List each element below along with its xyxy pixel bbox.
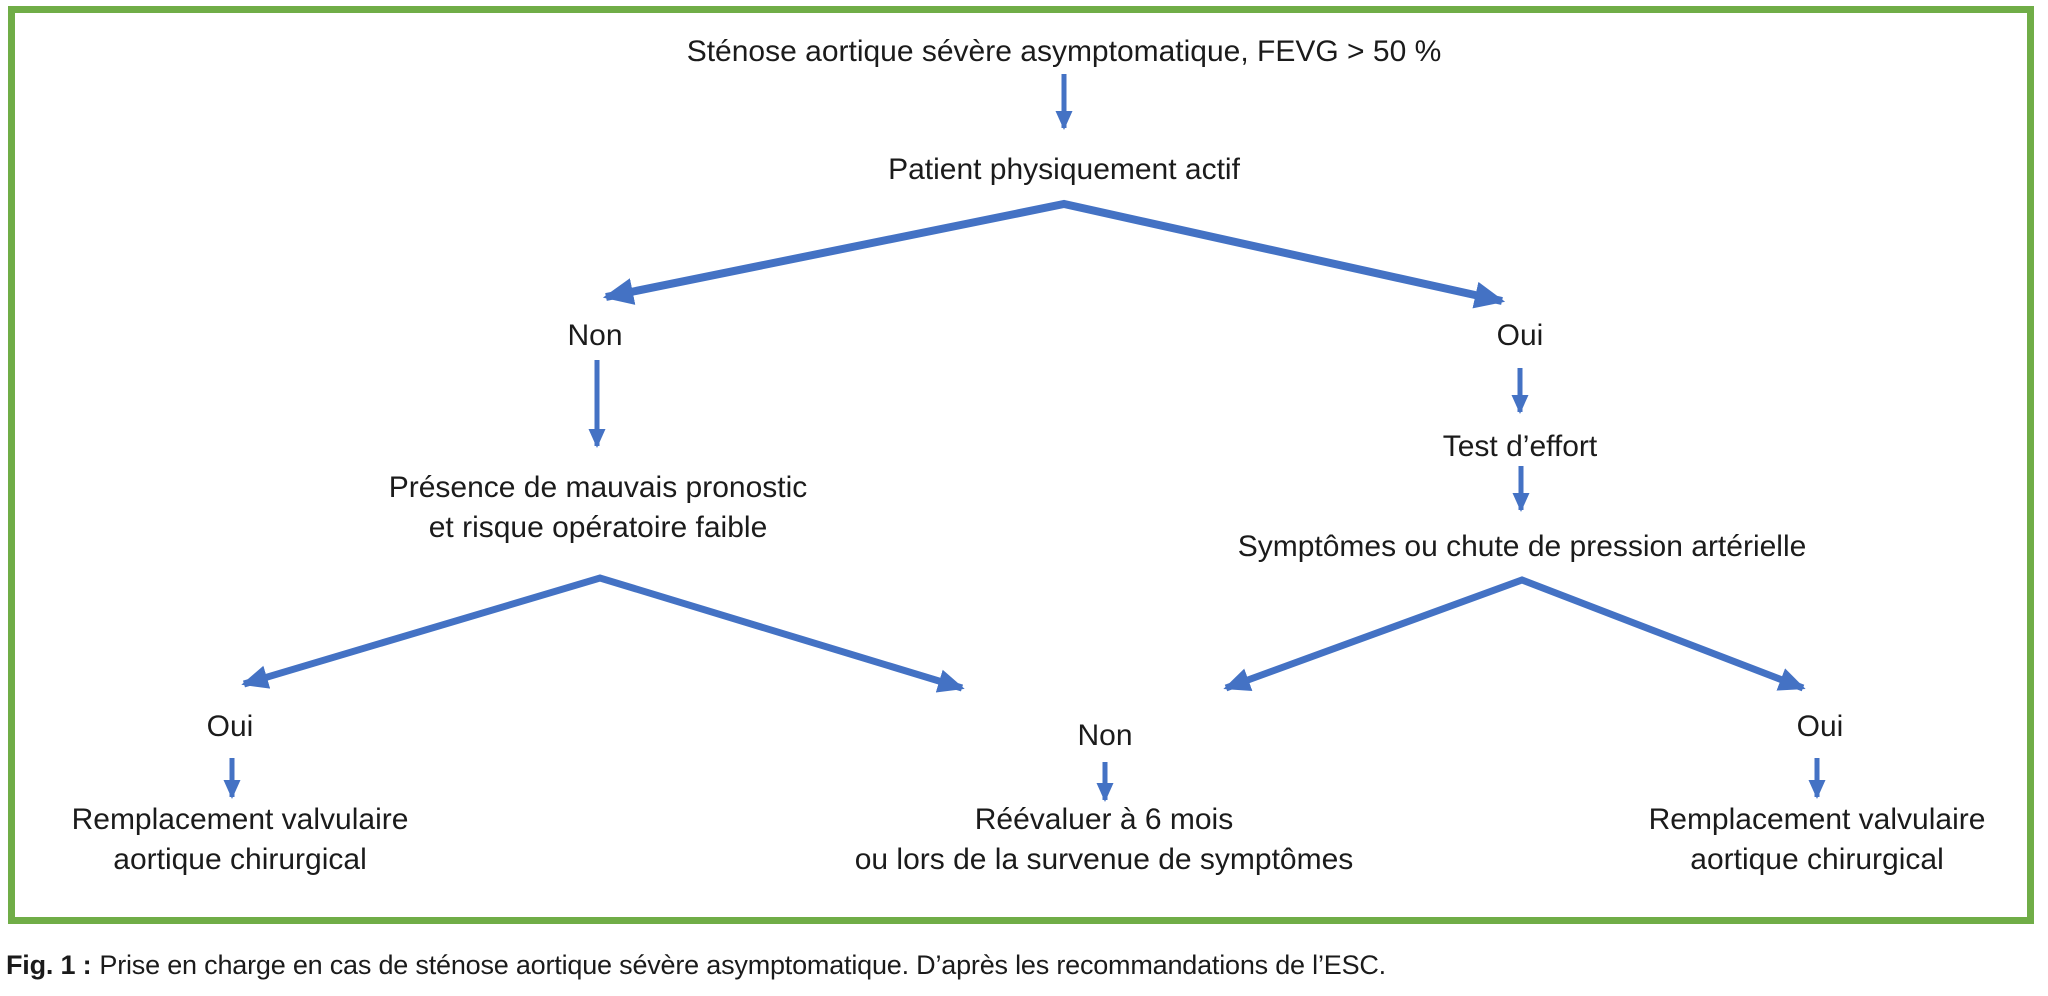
- node-reevaluate-line2: ou lors de la survenue de symptômes: [854, 843, 1354, 876]
- node-avr-right: Remplacement valvulaire aortique chirurg…: [1649, 800, 1986, 880]
- node-prognosis-line1: Présence de mauvais pronostic: [388, 471, 808, 504]
- node-avr-right-line1: Remplacement valvulaire: [1648, 803, 1986, 836]
- node-reevaluate: Réévaluer à 6 mois ou lors de la survenu…: [855, 800, 1354, 880]
- figure-caption-label: Fig. 1 :: [6, 950, 92, 980]
- node-stress-test: Test d’effort: [1442, 430, 1598, 463]
- node-stress-result: Symptômes ou chute de pression artériell…: [1237, 530, 1807, 563]
- figure-caption: Fig. 1 :Prise en charge en cas de sténos…: [6, 950, 1386, 981]
- label-stress-no: Non: [1077, 719, 1133, 752]
- node-prognosis-line2: et risque opératoire faible: [428, 511, 768, 544]
- label-activity-no: Non: [567, 319, 623, 352]
- label-stress-yes: Oui: [1796, 710, 1844, 743]
- label-prognosis-yes: Oui: [206, 710, 254, 743]
- figure-caption-text: Prise en charge en cas de sténose aortiq…: [99, 950, 1386, 980]
- label-activity-yes: Oui: [1496, 319, 1544, 352]
- node-prognosis: Présence de mauvais pronostic et risque …: [389, 468, 808, 548]
- node-root: Sténose aortique sévère asymptomatique, …: [686, 35, 1442, 68]
- node-reevaluate-line1: Réévaluer à 6 mois: [974, 803, 1234, 836]
- node-avr-left: Remplacement valvulaire aortique chirurg…: [72, 800, 409, 880]
- diagram-border: [8, 6, 2034, 924]
- node-activity-question: Patient physiquement actif: [888, 153, 1240, 186]
- node-avr-right-line2: aortique chirurgical: [1690, 843, 1944, 876]
- node-avr-left-line1: Remplacement valvulaire: [71, 803, 409, 836]
- node-avr-left-line2: aortique chirurgical: [113, 843, 367, 876]
